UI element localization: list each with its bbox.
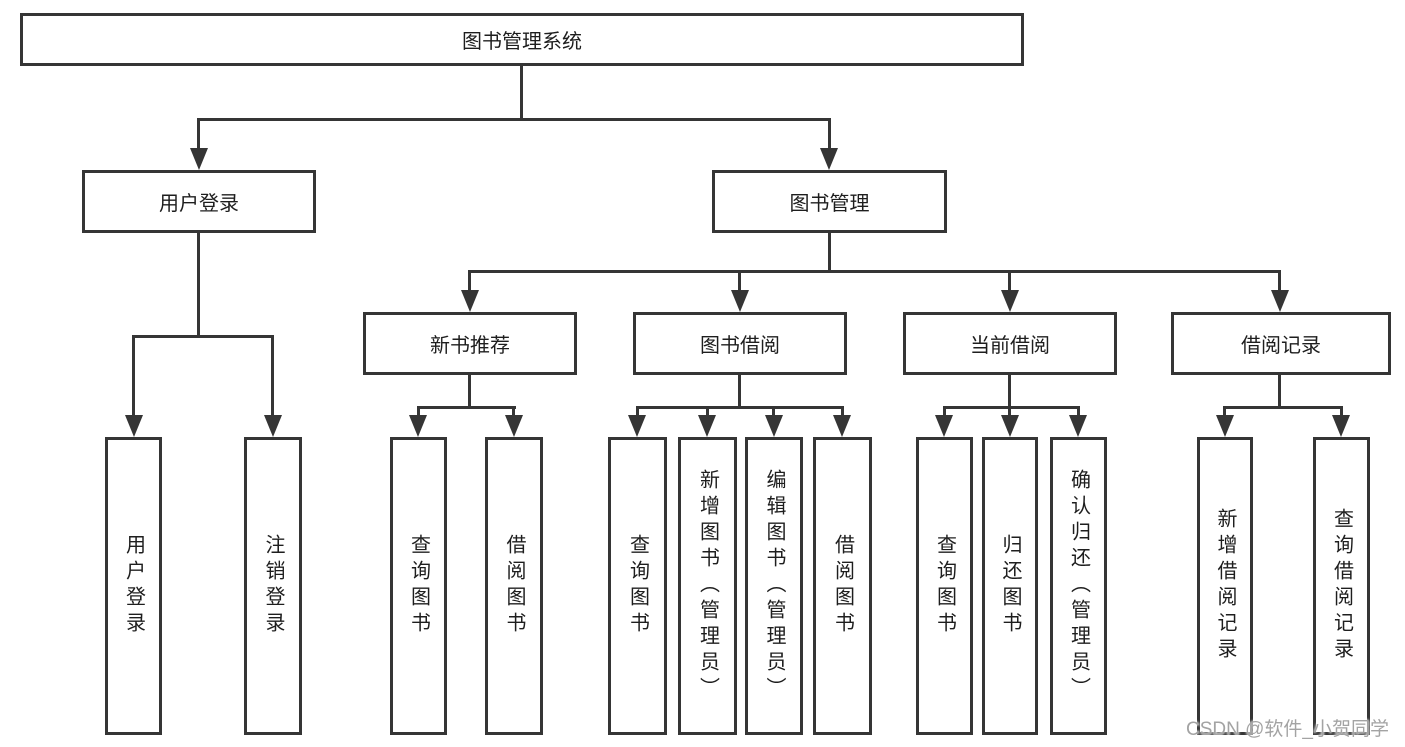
node-new-book-recommendation: 新书推荐 (363, 312, 577, 375)
leaf-label: 新增借阅记录 (1214, 508, 1236, 664)
arrowhead-down-icon (765, 415, 783, 437)
connector-line (1077, 406, 1080, 417)
arrowhead-down-icon (935, 415, 953, 437)
leaf-label: 归还图书 (999, 534, 1021, 638)
arrowhead-down-icon (409, 415, 427, 437)
csdn-watermark: CSDN @软件_小贺同学 (1186, 719, 1389, 740)
arrowhead-down-icon (628, 415, 646, 437)
connector-line (636, 406, 639, 417)
leaf-label: 借阅图书 (831, 534, 854, 638)
node-borrowing-records: 借阅记录 (1171, 312, 1391, 375)
connector-line (1008, 270, 1011, 292)
connector-line (132, 335, 274, 338)
arrowhead-down-icon (1001, 290, 1019, 312)
node-label: 新书推荐 (430, 335, 510, 357)
arrowhead-down-icon (833, 415, 851, 437)
connector-line (197, 118, 200, 150)
arrowhead-down-icon (1271, 290, 1289, 312)
node-current-borrowing: 当前借阅 (903, 312, 1117, 375)
leaf-label: 查询图书 (933, 534, 956, 638)
leaf-label: 用户登录 (122, 534, 145, 638)
leaf-br-query-borrow-record: 查询借阅记录 (1313, 437, 1370, 735)
leaf-br-add-borrow-record: 新增借阅记录 (1197, 437, 1253, 735)
node-user-login: 用户登录 (82, 170, 316, 233)
arrowhead-down-icon (1216, 415, 1234, 437)
leaf-label: 编辑图书（管理员） (763, 469, 785, 703)
arrowhead-down-icon (731, 290, 749, 312)
leaf-label: 查询图书 (626, 534, 649, 638)
node-label: 当前借阅 (970, 335, 1050, 357)
connector-line (520, 66, 523, 120)
connector-line (1340, 406, 1343, 417)
node-label: 借阅记录 (1241, 335, 1321, 357)
connector-line (772, 406, 775, 417)
leaf-label: 确认归还（管理员） (1067, 469, 1090, 703)
leaf-logout: 注销登录 (244, 437, 302, 735)
arrowhead-down-icon (1069, 415, 1087, 437)
arrowhead-down-icon (190, 148, 208, 170)
arrowhead-down-icon (1332, 415, 1350, 437)
connector-line (271, 335, 274, 416)
arrowhead-down-icon (125, 415, 143, 437)
connector-line (1223, 406, 1226, 417)
leaf-user-login: 用户登录 (105, 437, 162, 735)
connector-line (841, 406, 844, 417)
connector-line (943, 406, 1080, 409)
connector-line (132, 335, 135, 416)
leaf-bb-borrow-book: 借阅图书 (813, 437, 872, 735)
arrowhead-down-icon (505, 415, 523, 437)
leaf-cb-query-book: 查询图书 (916, 437, 973, 735)
connector-line (512, 406, 515, 417)
arrowhead-down-icon (461, 290, 479, 312)
connector-line (636, 406, 843, 409)
leaf-bb-query-book: 查询图书 (608, 437, 667, 735)
connector-line (197, 233, 200, 337)
node-book-management: 图书管理 (712, 170, 947, 233)
connector-line (468, 375, 471, 409)
arrowhead-down-icon (1001, 415, 1019, 437)
connector-line (1278, 375, 1281, 409)
leaf-label: 查询借阅记录 (1330, 508, 1353, 664)
connector-line (417, 406, 516, 409)
leaf-nbr-borrow-book: 借阅图书 (485, 437, 543, 735)
connector-line (468, 270, 471, 292)
connector-line (1223, 406, 1343, 409)
node-label: 图书管理 (789, 193, 870, 215)
connector-line (738, 270, 741, 292)
leaf-nbr-query-book: 查询图书 (390, 437, 447, 735)
leaf-cb-confirm-return-admin: 确认归还（管理员） (1050, 437, 1107, 735)
leaf-cb-return-book: 归还图书 (982, 437, 1038, 735)
node-label: 用户登录 (159, 193, 239, 215)
connector-line (1278, 270, 1281, 292)
leaf-bb-edit-book-admin: 编辑图书（管理员） (745, 437, 803, 735)
leaf-label: 借阅图书 (503, 534, 525, 638)
leaf-label: 查询图书 (407, 534, 430, 638)
connector-line (828, 118, 831, 150)
leaf-label: 注销登录 (262, 534, 284, 638)
connector-line (738, 375, 741, 409)
node-library-management-system: 图书管理系统 (20, 13, 1024, 66)
connector-line (1008, 406, 1011, 417)
connector-line (828, 233, 831, 273)
arrowhead-down-icon (264, 415, 282, 437)
connector-line (1008, 375, 1011, 409)
arrowhead-down-icon (698, 415, 716, 437)
connector-line (197, 118, 831, 121)
leaf-label: 新增图书（管理员） (696, 469, 719, 703)
connector-line (706, 406, 709, 417)
connector-line (943, 406, 946, 417)
leaf-bb-add-book-admin: 新增图书（管理员） (678, 437, 737, 735)
node-label: 图书借阅 (700, 335, 780, 357)
node-label: 图书管理系统 (462, 31, 582, 53)
connector-line (469, 270, 1281, 273)
node-book-borrowing: 图书借阅 (633, 312, 847, 375)
arrowhead-down-icon (820, 148, 838, 170)
connector-line (417, 406, 420, 417)
